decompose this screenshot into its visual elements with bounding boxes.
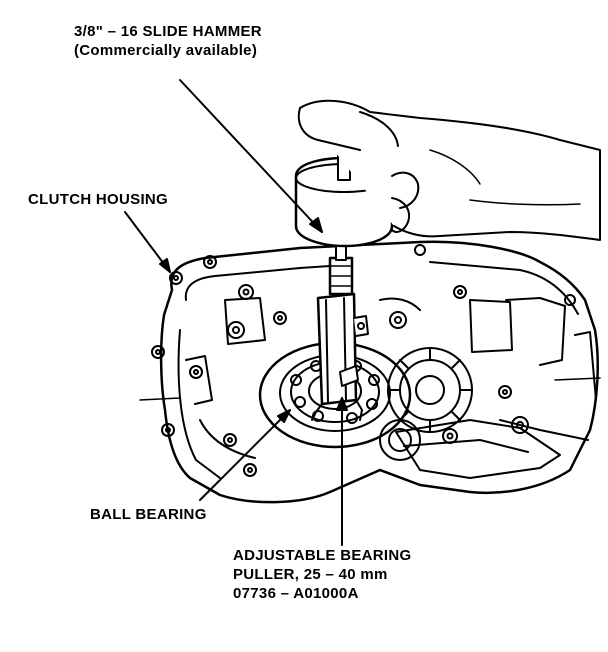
slide-hammer-label-line1: 3/8" – 16 SLIDE HAMMER	[74, 23, 262, 40]
bearing-puller-label: ADJUSTABLE BEARING PULLER, 25 – 40 mm 07…	[233, 546, 411, 603]
hand-drawing	[297, 99, 601, 241]
slide-hammer-label: 3/8" – 16 SLIDE HAMMER (Commercially ava…	[74, 22, 262, 60]
ball-bearing-label-text: BALL BEARING	[90, 506, 207, 523]
clutch-housing-label: CLUTCH HOUSING	[28, 190, 168, 209]
bearing-puller-label-line1: ADJUSTABLE BEARING	[233, 547, 412, 564]
ball-bearing-label: BALL BEARING	[90, 505, 207, 524]
ball-bearing-leader	[199, 409, 291, 501]
leader-lines	[124, 79, 348, 546]
ball-bearing-arrowhead	[277, 409, 291, 423]
slide-hammer-label-line2: (Commercially available)	[74, 42, 258, 59]
slide-hammer-arrowhead	[309, 217, 323, 233]
bearing-puller-label-line2: PULLER, 25 – 40 mm	[233, 566, 388, 583]
bearing-puller-arrowhead	[336, 397, 348, 411]
bearing-puller-label-line3: 07736 – A01000A	[233, 585, 359, 602]
bearing-puller-drawing	[311, 292, 369, 421]
clutch-housing-arrowhead	[159, 258, 171, 273]
slide-hammer-leader	[179, 79, 323, 233]
gear-cluster	[379, 347, 473, 461]
housing-bolt-bosses	[151, 244, 576, 477]
clutch-housing-drawing	[139, 240, 601, 504]
clutch-housing-label-text: CLUTCH HOUSING	[28, 191, 169, 208]
